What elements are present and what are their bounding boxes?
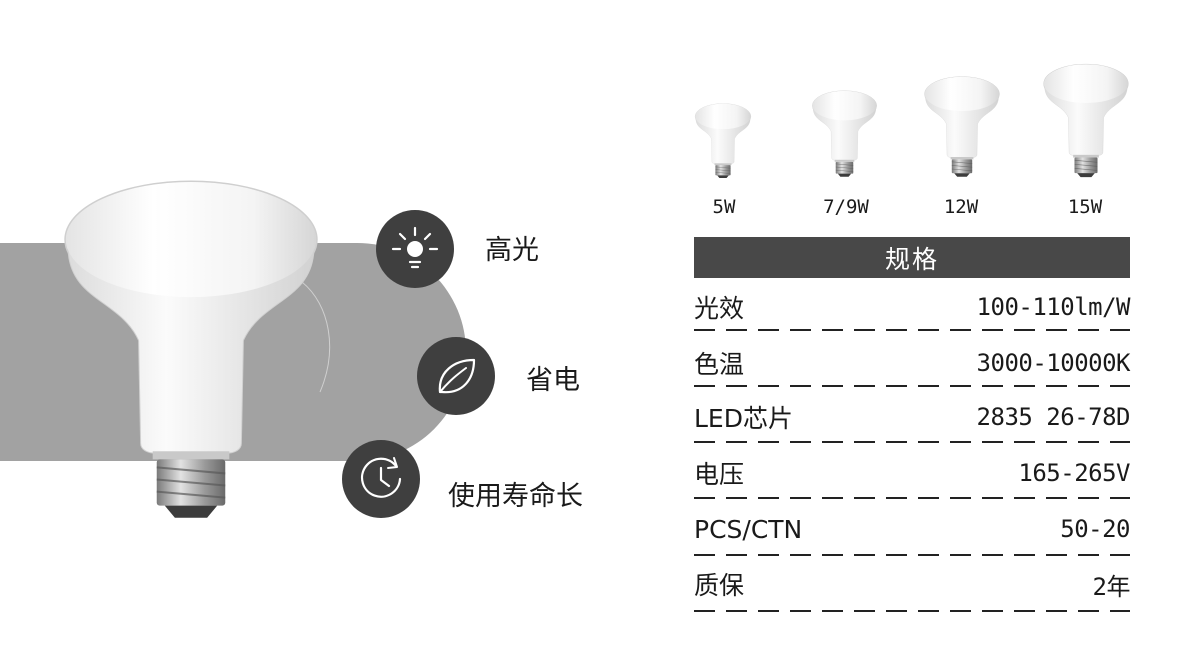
spec-key: PCS/CTN xyxy=(694,514,803,544)
spec-key: 质保 xyxy=(694,571,745,600)
feature-label-energy-saving: 省电 xyxy=(526,365,580,396)
row-divider xyxy=(694,385,1130,387)
spec-row-color-temp: 色温 3000-10000K xyxy=(694,343,1131,383)
sun-icon xyxy=(391,226,439,269)
row-divider xyxy=(694,554,1130,556)
bulb-outline-arc xyxy=(301,281,331,393)
bulb-12w-image xyxy=(923,76,1001,178)
size-label-12w: 12W xyxy=(943,196,979,218)
spec-row-voltage: 电压 165-265V xyxy=(694,453,1130,493)
size-label-7-9w: 7/9W xyxy=(823,196,869,218)
size-label-15w: 15W xyxy=(1067,196,1103,218)
spec-row-pcs-ctn: PCS/CTN 50-20 xyxy=(694,509,1130,549)
size-label-5w: 5W xyxy=(712,196,736,218)
spec-table-header: 规格 xyxy=(694,237,1130,278)
spec-key: LED芯片 xyxy=(694,404,793,433)
spec-value: 165-265V xyxy=(1018,459,1130,487)
feature-label-brightness: 高光 xyxy=(485,235,539,266)
row-divider xyxy=(694,441,1130,443)
spec-key: 光效 xyxy=(694,294,745,323)
main-bulb-image xyxy=(60,178,322,523)
feature-badge-sun xyxy=(376,210,454,288)
spec-value: 3000-10000K xyxy=(976,349,1131,377)
spec-value: 50-20 xyxy=(1060,515,1130,543)
spec-row-warranty: 质保 2年 xyxy=(694,564,1131,604)
feature-badge-clock xyxy=(342,440,420,518)
row-divider xyxy=(694,497,1130,499)
feature-label-long-life: 使用寿命长 xyxy=(448,481,583,512)
leaf-icon xyxy=(438,358,476,394)
spec-value: 100-110lm/W xyxy=(976,293,1131,321)
spec-value: 2835 26-78D xyxy=(976,403,1131,431)
bulb-7-9w-image xyxy=(811,90,878,178)
spec-key: 色温 xyxy=(694,350,745,379)
spec-row-led-chip: LED芯片 2835 26-78D xyxy=(694,397,1131,437)
spec-value: 2年 xyxy=(1092,572,1131,601)
bulb-5w-image xyxy=(694,103,752,179)
clock-icon xyxy=(360,457,402,498)
spec-key: 电压 xyxy=(694,460,745,489)
feature-badge-leaf xyxy=(417,337,495,415)
bulb-15w-image xyxy=(1042,63,1130,179)
row-divider xyxy=(694,329,1130,331)
spec-row-efficacy: 光效 100-110lm/W xyxy=(694,287,1131,327)
row-divider xyxy=(694,610,1130,612)
